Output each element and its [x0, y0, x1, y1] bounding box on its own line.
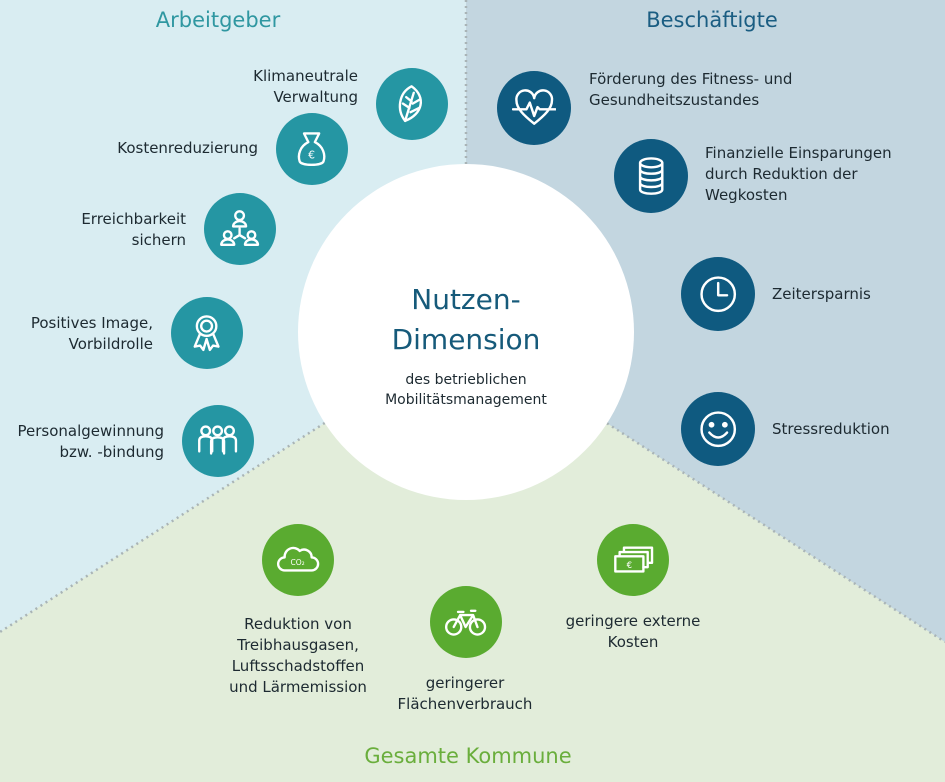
group-icon — [182, 405, 254, 477]
svg-text:€: € — [309, 149, 316, 162]
coins-icon — [614, 139, 688, 213]
benefit-zeitersparnis: Zeitersparnis — [772, 285, 871, 303]
benefit-stressreduktion: Stressreduktion — [772, 420, 890, 438]
benefit-positives-image: Positives Image,Vorbildrolle — [30, 314, 153, 353]
clock-icon — [681, 257, 755, 331]
employees-heading: Beschäftigte — [646, 8, 778, 32]
employer-heading: Arbeitgeber — [155, 8, 281, 32]
svg-text:CO₂: CO₂ — [291, 558, 305, 567]
heartbeat-icon — [497, 71, 571, 145]
banknotes-icon: € — [597, 524, 669, 596]
svg-text:€: € — [627, 562, 633, 572]
award-icon — [171, 297, 243, 369]
benefit-kostenreduzierung: Kostenreduzierung — [117, 139, 258, 157]
co2-cloud-icon: CO₂ — [262, 524, 334, 596]
smiley-icon — [681, 392, 755, 466]
leaf-icon — [376, 68, 448, 140]
municipality-heading: Gesamte Kommune — [364, 744, 572, 768]
money-bag-icon: € — [276, 113, 348, 185]
center-title: Nutzen-Dimension — [391, 283, 541, 356]
bicycle-icon — [430, 586, 502, 658]
network-people-icon — [204, 193, 276, 265]
